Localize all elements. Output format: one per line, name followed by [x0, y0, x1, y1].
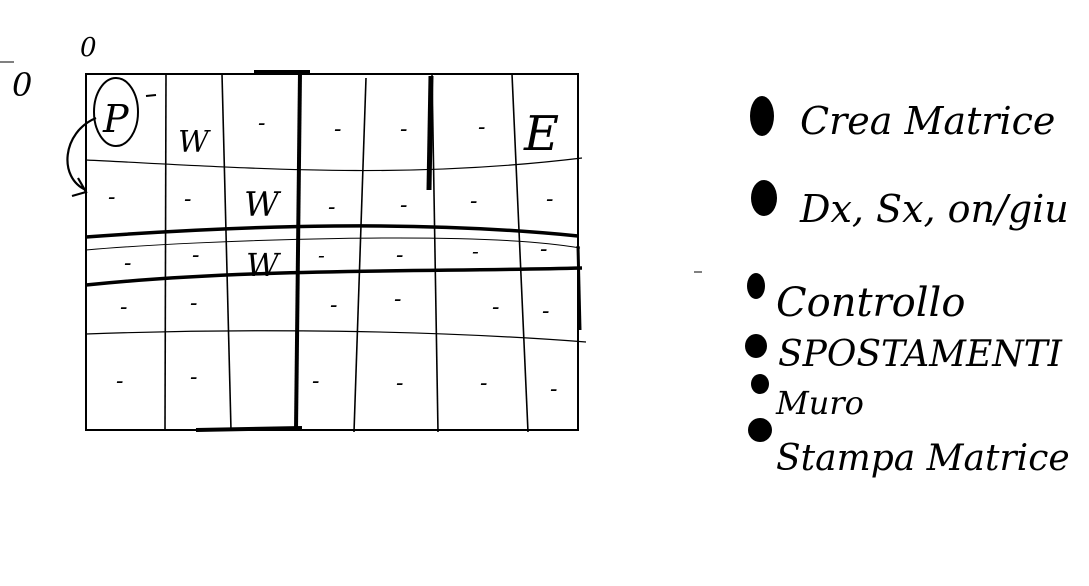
bullet-icon: [750, 96, 774, 136]
bullet-icon: [745, 334, 767, 358]
grid-cell: -: [190, 291, 197, 316]
grid-cell: -: [492, 295, 499, 320]
step-label: Muro: [775, 384, 864, 422]
bullet-icon: [751, 374, 769, 394]
grid-cell: -: [546, 187, 553, 212]
grid-cell: -: [394, 287, 401, 312]
grid-cell: -: [396, 371, 403, 396]
grid-cell: -: [328, 195, 335, 220]
grid-cell: -: [542, 299, 549, 324]
grid-col-line: [164, 73, 167, 431]
grid-bold-stroke: [576, 245, 582, 331]
grid-cell: -: [184, 187, 191, 212]
grid-cell: -: [318, 243, 325, 267]
steps-list: Crea Matrice Dx, Sx, on/giu Controllo SP…: [745, 96, 1070, 479]
grid-col-line: [431, 73, 439, 433]
step-label: Stampa Matrice: [776, 438, 1070, 479]
grid-col-line: [511, 73, 529, 433]
grid-cell: -: [470, 189, 477, 214]
stray-mark: [145, 94, 157, 97]
grid-row-line: [85, 224, 579, 239]
grid-cell: -: [550, 377, 557, 402]
grid-cell: -: [108, 185, 115, 210]
grid-cells: P W - - - - E - - W - - - - - - W - - - …: [102, 97, 559, 402]
grid-cell: -: [116, 369, 123, 394]
grid-col-line: [221, 73, 232, 431]
bullet-icon: [747, 273, 765, 299]
grid-row-line: [85, 330, 587, 343]
grid-cell: -: [478, 115, 485, 140]
grid-cell: -: [190, 365, 197, 390]
grid-cell: -: [258, 111, 265, 136]
grid-bold-stroke: [195, 426, 303, 432]
grid-cell: -: [396, 243, 403, 268]
grid-cell: W: [246, 246, 282, 284]
grid-cell: -: [330, 293, 337, 318]
matrix-grid: [66, 70, 587, 433]
grid-col-line: [294, 71, 302, 431]
grid-cell: -: [334, 117, 341, 142]
step-label: Controllo: [776, 280, 965, 326]
grid-cell: E: [523, 106, 559, 162]
grid-row-line: [85, 157, 583, 172]
grid-cell: -: [472, 239, 479, 263]
grid-cell: P: [102, 97, 130, 141]
bullet-icon: [748, 418, 772, 442]
step-label: SPOSTAMENTI: [778, 334, 1063, 375]
grid-cell: -: [192, 243, 199, 268]
origin-mark-y: 0: [12, 66, 32, 104]
origin-mark-x: 0: [80, 33, 97, 63]
grid-cell: -: [124, 251, 131, 276]
grid-cell: -: [400, 117, 407, 142]
grid-cell: -: [480, 371, 487, 396]
grid-row-line: [85, 266, 583, 287]
grid-cell: W: [244, 185, 282, 225]
grid-bold-stroke: [426, 75, 434, 191]
grid-col-line: [353, 77, 367, 433]
grid-cell: -: [540, 237, 547, 262]
grid-cell: W: [178, 125, 211, 160]
bullet-icon: [751, 180, 777, 216]
step-label: Dx, Sx, on/giu: [799, 187, 1069, 231]
grid-cell: -: [120, 295, 127, 320]
grid-frame: [85, 73, 579, 431]
player-circle: [93, 77, 139, 147]
grid-cell: -: [312, 369, 319, 394]
step-label: Crea Matrice: [800, 99, 1055, 143]
grid-cell: -: [400, 193, 407, 218]
grid-row-line: [85, 237, 581, 251]
move-arrow: [66, 116, 97, 198]
